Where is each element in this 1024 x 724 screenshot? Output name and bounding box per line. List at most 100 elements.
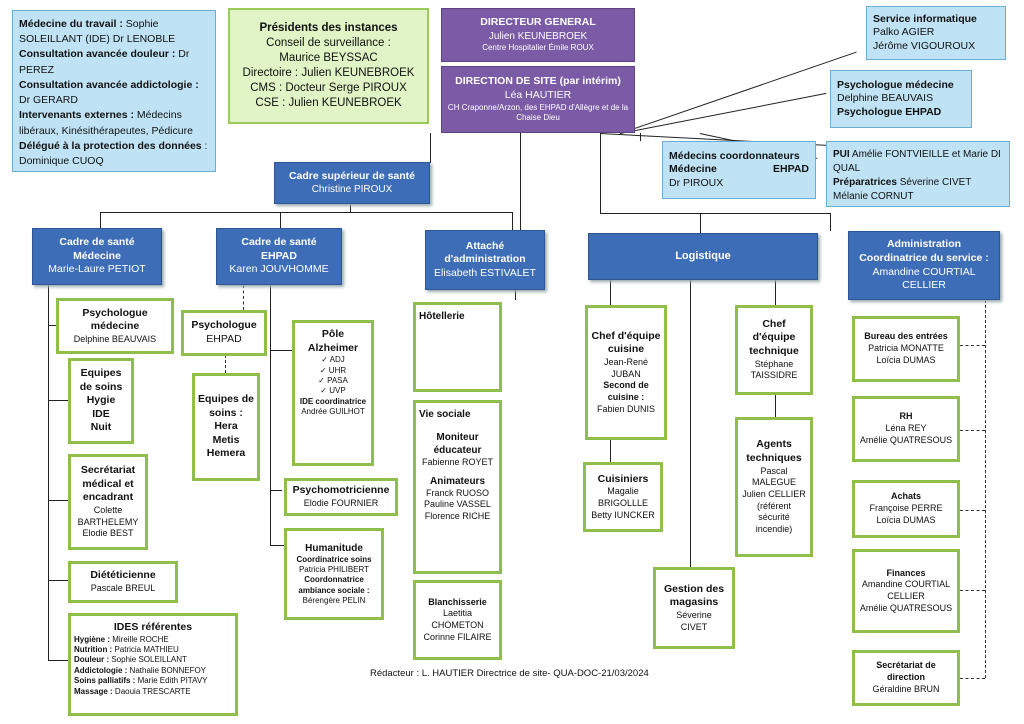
unit-title: Blanchisserie — [428, 596, 487, 607]
finance-box: Finances Amandine COURTIAL CELLIER Améli… — [852, 549, 960, 633]
external-services-box: Médecine du travail : Sophie SOLEILLANT … — [12, 10, 216, 172]
document-footer: Rédacteur : L. HAUTIER Directrice de sit… — [370, 668, 649, 679]
alzheimer-coordinator-name: Andrée GUILHOT — [301, 407, 365, 417]
coordinator-name: Patricia PHILIBERT — [298, 564, 370, 574]
referent-name: Mireille ROCHE — [110, 634, 169, 644]
psychologist-name: Delphine BEAUVAIS — [837, 92, 934, 105]
health-manager-unit: Médecine — [73, 249, 121, 262]
unit-name: Stéphane TAISSIDRE — [750, 358, 798, 381]
site-director-org: CH Craponne/Arzon, des EHPAD d'Allègre e… — [447, 102, 629, 123]
unit-title: Psychomotricienne — [292, 484, 390, 497]
unit-name: EHPAD — [206, 333, 242, 345]
administration-box: Administration Coordinatrice du service … — [848, 231, 1000, 300]
coordinating-doctor-name: Dr PIROUX — [669, 176, 724, 189]
logistics-box: Logistique — [588, 233, 818, 280]
senior-health-manager-name: Christine PIROUX — [311, 184, 393, 196]
unit-name: Delphine BEAUVAIS — [73, 333, 157, 344]
occupational-medicine-label: Médecine du travail : — [19, 18, 123, 30]
care-teams-title: Equipes de soins — [79, 366, 123, 393]
hr-box: RH Léna REY Amélie QUATRESOUS — [852, 396, 960, 462]
unit-title: Diététicienne — [90, 569, 156, 582]
humanitude-box: Humanitude Coordinatrice soins Patricia … — [284, 528, 384, 620]
unit-title: Achats — [890, 491, 921, 502]
psychomotor-therapist-box: Psychomotricienne Elodie FOURNIER — [284, 478, 398, 516]
health-manager-title: Cadre de santé — [59, 236, 135, 249]
health-manager-ehpad-box: Cadre de santé EHPAD Karen JOUVHOMME — [216, 228, 342, 285]
care-team-item: IDE — [92, 407, 110, 420]
pharmacy-label: PUI — [833, 149, 850, 160]
unit-name: Elodie BEST — [82, 528, 134, 539]
purchasing-box: Achats Françoise PERRE Loïcia DUMAS — [852, 480, 960, 538]
role-label: Animateurs — [429, 475, 485, 487]
alzheimer-item: PASA — [318, 376, 348, 386]
it-service-name: Palko AGIER — [873, 26, 935, 39]
care-team-item: Metis — [212, 433, 240, 446]
unit-name: Fabienne ROYET — [421, 457, 494, 467]
site-director-title: DIRECTION DE SITE (par intérim) — [455, 75, 621, 88]
unit-title: Cuisiniers — [597, 472, 649, 485]
unit-name: Loïcia DUMAS — [876, 354, 936, 365]
unit-name: Magalie BRIGOLLLE — [597, 486, 649, 508]
psychologists-box: Psychologue médecine Delphine BEAUVAIS P… — [830, 70, 972, 128]
unit-title: Agents techniques — [746, 438, 802, 464]
alzheimer-item: UVP — [320, 386, 345, 396]
kitchen-chef-box: Chef d'équipe cuisine Jean-René JUBAN Se… — [585, 305, 667, 440]
unit-name: Amandine COURTIAL CELLIER — [861, 579, 951, 601]
unit-name: Elodie FOURNIER — [303, 497, 379, 508]
health-manager-title: Cadre de santé — [241, 236, 317, 249]
unit-note: (référent sécurité incendie) — [755, 500, 793, 535]
referent-role: Douleur : — [74, 655, 110, 665]
technical-chef-box: Chef d'équipe technique Stéphane TAISSID… — [735, 305, 813, 395]
ehpad-label: EHPAD — [773, 163, 809, 176]
unit-title: Chef d'équipe cuisine — [591, 329, 661, 356]
psychologist-ehpad-label: Psychologue EHPAD — [837, 105, 942, 118]
unit-name: Corinne FILAIRE — [423, 631, 492, 642]
unit-name: Pauline VASSEL — [424, 499, 491, 510]
unit-title: Secrétariat médical et encadrant — [80, 464, 136, 504]
referent-nurses-box: IDES référentes Hygiène : Mireille ROCHE… — [68, 613, 238, 716]
administration-title: Administration — [886, 238, 962, 251]
administration-coordinator-name: Amandine COURTIAL CELLIER — [872, 265, 976, 292]
unit-name: Pascal MALEGUE — [751, 465, 796, 488]
referent-role: Soins palliatifs : — [74, 676, 136, 686]
referent-role: Addictologie : — [74, 665, 128, 675]
coordinator-label: Coordonnatrice ambiance sociale : — [298, 575, 370, 595]
direction-secretariat-box: Secrétariat de direction Géraldine BRUN — [852, 650, 960, 706]
role-label: Second de cuisine : — [603, 380, 649, 402]
alzheimer-item: UHR — [320, 366, 346, 376]
senior-health-manager-title: Cadre supérieur de santé — [288, 169, 416, 182]
presidents-line: Maurice BEYSSAC — [279, 52, 378, 65]
unit-name: Amélie QUATRESOUS — [859, 434, 953, 445]
data-protection-name: : Dominique CUOQ — [19, 139, 208, 167]
referent-name: Nathalie BONNEFOY — [127, 665, 207, 675]
alzheimer-unit-box: Pôle Alzheimer ADJ UHR PASA UVP IDE coor… — [292, 320, 374, 466]
addictology-consultation-name: Dr GERARD — [19, 94, 78, 107]
alzheimer-title: Pôle Alzheimer — [307, 328, 359, 354]
administration-coordinator-label: Coordinatrice du service : — [859, 251, 989, 264]
unit-name: Loïcia DUMAS — [876, 514, 936, 525]
occupational-medicine-names: Sophie SOLEILLANT (IDE) Dr LENOBLE — [19, 18, 176, 46]
care-team-item: Hygie — [86, 394, 116, 407]
referent-role: Nutrition : — [74, 645, 113, 655]
psychologist-medicine-box: Psychologue médecine Delphine BEAUVAIS — [56, 298, 174, 354]
director-general-name: Julien KEUNEBROEK — [488, 31, 588, 43]
pharmacy-names: Amélie FONTVIEILLE et Marie DI QUAL — [833, 149, 1001, 174]
referent-name: Daouia TRESCARTE — [112, 686, 191, 696]
pharmacy-box: PUI Amélie FONTVIEILLE et Marie DI QUAL … — [826, 141, 1010, 207]
health-manager-unit: EHPAD — [261, 249, 297, 262]
site-director-box: DIRECTION DE SITE (par intérim) Léa HAUT… — [441, 66, 635, 133]
health-manager-medicine-box: Cadre de santé Médecine Marie-Laure PETI… — [32, 228, 162, 285]
care-teams-title: Equipes de soins : — [198, 392, 255, 419]
attache-title: Attaché — [465, 239, 505, 252]
referent-role: Hygiène : — [74, 634, 111, 644]
site-director-name: Léa HAUTIER — [504, 89, 572, 102]
referent-name: Sophie SOLEILLANT — [109, 655, 187, 665]
referent-name: Patricia MATHIEU — [112, 645, 179, 655]
admissions-office-box: Bureau des entrées Patricia MONATTE Loïc… — [852, 316, 960, 382]
unit-title: Psychologue — [191, 319, 257, 332]
presidents-line: Conseil de surveillance : — [266, 37, 391, 50]
unit-name: Julien CELLIER — [742, 488, 806, 499]
unit-name: Amélie QUATRESOUS — [859, 602, 953, 613]
presidents-box: Présidents des instances Conseil de surv… — [228, 8, 429, 124]
